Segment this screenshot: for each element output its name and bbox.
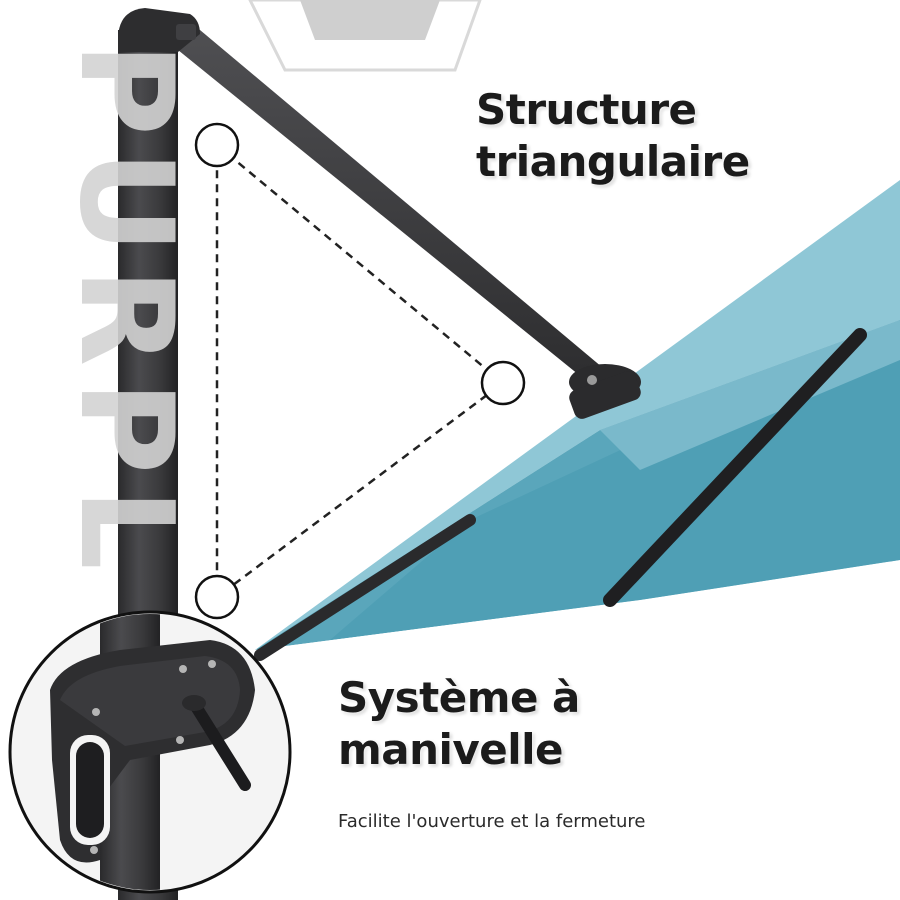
brand-watermark: PURPL: [51, 42, 200, 584]
support-arm: [168, 20, 641, 419]
triangle-node-top: [194, 122, 240, 168]
headline-top-line2: triangulaire: [476, 137, 750, 186]
headline-triangle-structure: Structure triangulaire: [476, 84, 750, 188]
headline-crank-system: Système à manivelle: [338, 672, 580, 776]
headline-bottom-line2: manivelle: [338, 725, 564, 774]
triangle-node-right: [480, 360, 526, 406]
canopy: [254, 180, 900, 900]
triangle-node-bottom: [194, 574, 240, 620]
subtitle-caption: Facilite l'ouverture et la fermeture: [338, 811, 646, 832]
crank-detail-inset: [8, 610, 292, 894]
hexagon-top-decoration: [248, 0, 482, 72]
headline-top-line1: Structure: [476, 85, 697, 134]
triangle-diagram: [194, 122, 526, 620]
headline-bottom-line1: Système à: [338, 673, 580, 722]
